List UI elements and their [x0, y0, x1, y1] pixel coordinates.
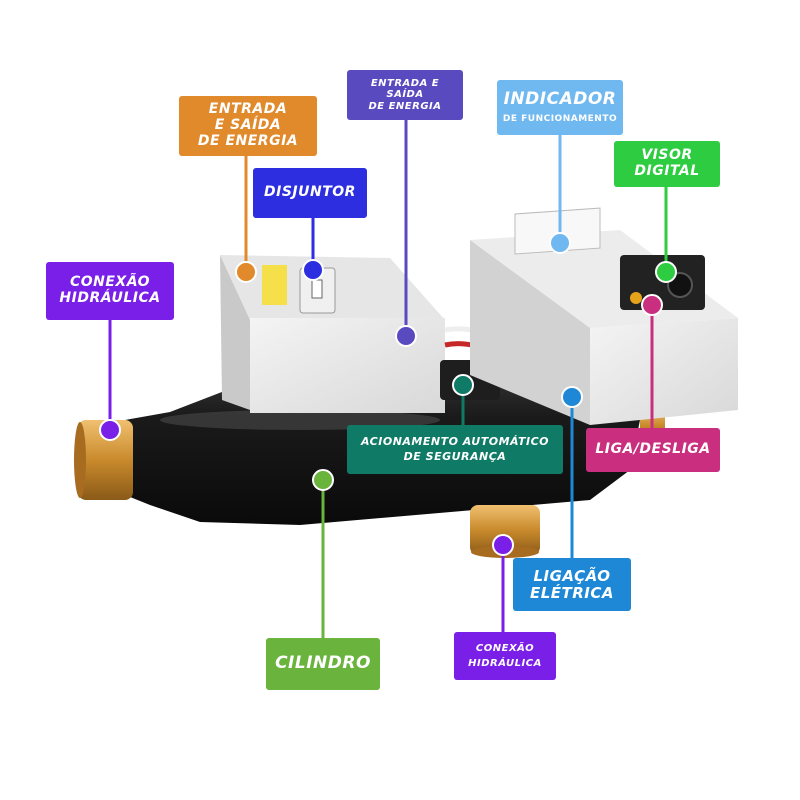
callout-ligacao	[561, 386, 583, 558]
callout-disjuntor	[302, 218, 324, 281]
label-conexao-bottom-line2: HIDRÁULICA	[468, 657, 542, 669]
callout-liga	[641, 294, 663, 428]
indicator-lamp	[630, 292, 642, 304]
label-entrada-saida-left-line2: E SAÍDA	[214, 117, 282, 134]
callout-indicador	[549, 135, 571, 254]
label-conexao-left-line1: CONEXÃO	[69, 274, 151, 291]
label-entrada-saida-left-line3: DE ENERGIA	[197, 132, 299, 149]
label-acionamento-line2: DE SEGURANÇA	[403, 450, 507, 463]
label-acionamento: ACIONAMENTO AUTOMÁTICO DE SEGURANÇA	[347, 425, 563, 474]
bottom-brass-connector	[470, 505, 540, 555]
label-cilindro-line1: CILINDRO	[275, 653, 371, 674]
callout-acionamento	[452, 374, 474, 425]
label-visor: VISOR DIGITAL	[614, 141, 720, 187]
label-indicador-line2: DE FUNCIONAMENTO	[502, 114, 618, 125]
callout-entrada-saida-left	[235, 155, 257, 283]
right-box-side	[470, 240, 590, 425]
label-ligacao-line1: LIGAÇÃO	[533, 566, 611, 585]
label-liga-line1: LIGA/DESLIGA	[595, 441, 711, 458]
callout-conexao-bottom	[492, 534, 514, 632]
label-entrada-saida-top: ENTRADA E SAÍDA DE ENERGIA	[347, 70, 463, 120]
label-conexao-bottom: CONEXÃO HIDRÁULICA	[454, 632, 556, 680]
callout-cilindro	[312, 469, 334, 638]
label-ligacao: LIGAÇÃO ELÉTRICA	[513, 558, 631, 611]
right-box-front	[590, 318, 738, 425]
label-conexao-left: CONEXÃO HIDRÁULICA	[46, 262, 174, 320]
label-indicador: INDICADOR DE FUNCIONAMENTO	[497, 80, 623, 135]
label-entrada-saida-left: ENTRADA E SAÍDA DE ENERGIA	[179, 96, 317, 156]
label-disjuntor-line1: DISJUNTOR	[264, 184, 356, 201]
label-conexao-bottom-line1: CONEXÃO	[475, 643, 535, 655]
label-visor-line1: VISOR	[641, 147, 693, 164]
left-box-side	[220, 255, 250, 410]
callout-entrada-saida-top	[395, 120, 417, 347]
label-entrada-saida-left-line1: ENTRADA	[208, 101, 288, 118]
label-cilindro: CILINDRO	[266, 638, 380, 690]
left-brass-connector	[78, 420, 133, 500]
callout-conexao-left	[99, 320, 121, 441]
left-box-warning-sticker	[262, 265, 287, 305]
label-ligacao-line2: ELÉTRICA	[529, 583, 615, 602]
label-visor-line2: DIGITAL	[634, 163, 700, 179]
label-conexao-left-line2: HIDRÁULICA	[59, 290, 161, 306]
left-brass-opening	[74, 422, 86, 498]
label-entrada-saida-top-line2: DE ENERGIA	[368, 100, 442, 112]
label-acionamento-line1: ACIONAMENTO AUTOMÁTICO	[361, 434, 549, 448]
label-entrada-saida-top-line1: ENTRADA E SAÍDA	[370, 78, 440, 101]
callout-visor	[655, 187, 677, 283]
label-indicador-line1: INDICADOR	[503, 89, 617, 110]
label-disjuntor: DISJUNTOR	[253, 168, 367, 218]
label-liga: LIGA/DESLIGA	[586, 428, 720, 472]
